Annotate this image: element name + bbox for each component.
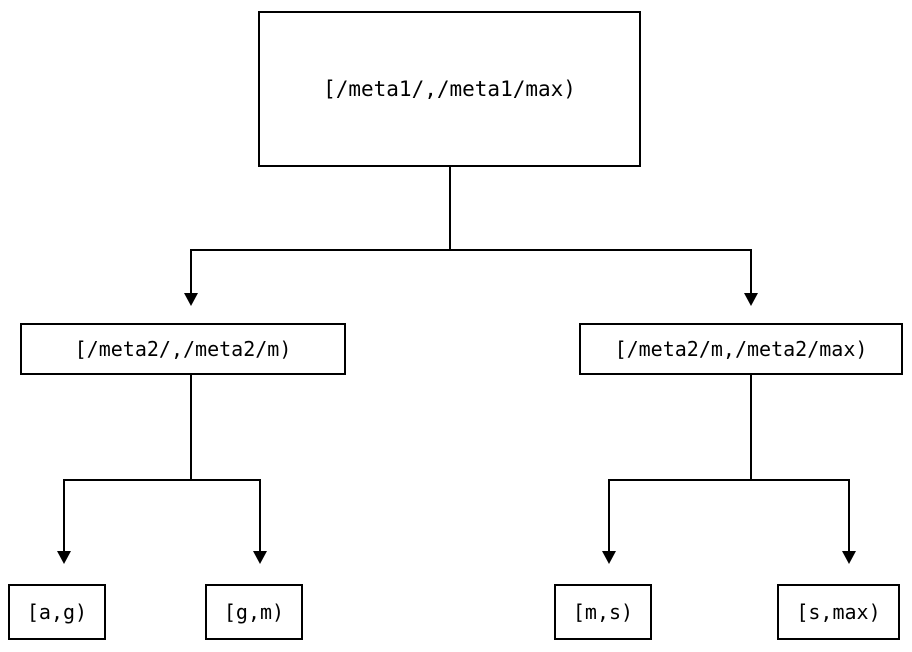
node-leaf-a-g-label: [a,g) <box>26 600 88 624</box>
arrowhead-mid-right-to-leaf-ms <box>602 551 616 564</box>
node-leaf-s-max[interactable]: [s,max) <box>777 584 900 640</box>
arrowhead-mid-right-to-leaf-smax <box>842 551 856 564</box>
arrowhead-root-to-mid-left <box>184 293 198 306</box>
edge-root-to-mid-right-drop <box>750 249 752 295</box>
node-leaf-g-m-label: [g,m) <box>223 600 285 624</box>
edge-mid-right-stem <box>750 375 752 481</box>
arrowhead-mid-left-to-leaf-ag <box>57 551 71 564</box>
edge-mid-left-stem <box>190 375 192 481</box>
node-leaf-g-m[interactable]: [g,m) <box>205 584 303 640</box>
edge-mid-right-to-leaf-ms-drop <box>608 479 610 553</box>
arrowhead-root-to-mid-right <box>744 293 758 306</box>
edge-mid-right-to-leaf-smax-drop <box>848 479 850 553</box>
node-leaf-a-g[interactable]: [a,g) <box>8 584 106 640</box>
edge-root-crossbar <box>190 249 751 251</box>
edge-mid-left-to-leaf-ag-drop <box>63 479 65 553</box>
edge-root-to-mid-left-drop <box>190 249 192 295</box>
node-leaf-m-s[interactable]: [m,s) <box>554 584 652 640</box>
edge-mid-right-crossbar <box>608 479 850 481</box>
edge-mid-left-to-leaf-gm-drop <box>259 479 261 553</box>
node-leaf-s-max-label: [s,max) <box>796 600 881 624</box>
edge-root-stem <box>449 167 451 251</box>
edge-mid-left-crossbar <box>63 479 260 481</box>
node-mid-left[interactable]: [/meta2/,/meta2/m) <box>20 323 346 375</box>
node-root[interactable]: [/meta1/,/meta1/max) <box>258 11 641 167</box>
node-root-label: [/meta1/,/meta1/max) <box>323 76 576 101</box>
node-leaf-m-s-label: [m,s) <box>572 600 634 624</box>
node-mid-right[interactable]: [/meta2/m,/meta2/max) <box>579 323 903 375</box>
arrowhead-mid-left-to-leaf-gm <box>253 551 267 564</box>
node-mid-left-label: [/meta2/,/meta2/m) <box>74 337 292 361</box>
node-mid-right-label: [/meta2/m,/meta2/max) <box>614 337 868 361</box>
